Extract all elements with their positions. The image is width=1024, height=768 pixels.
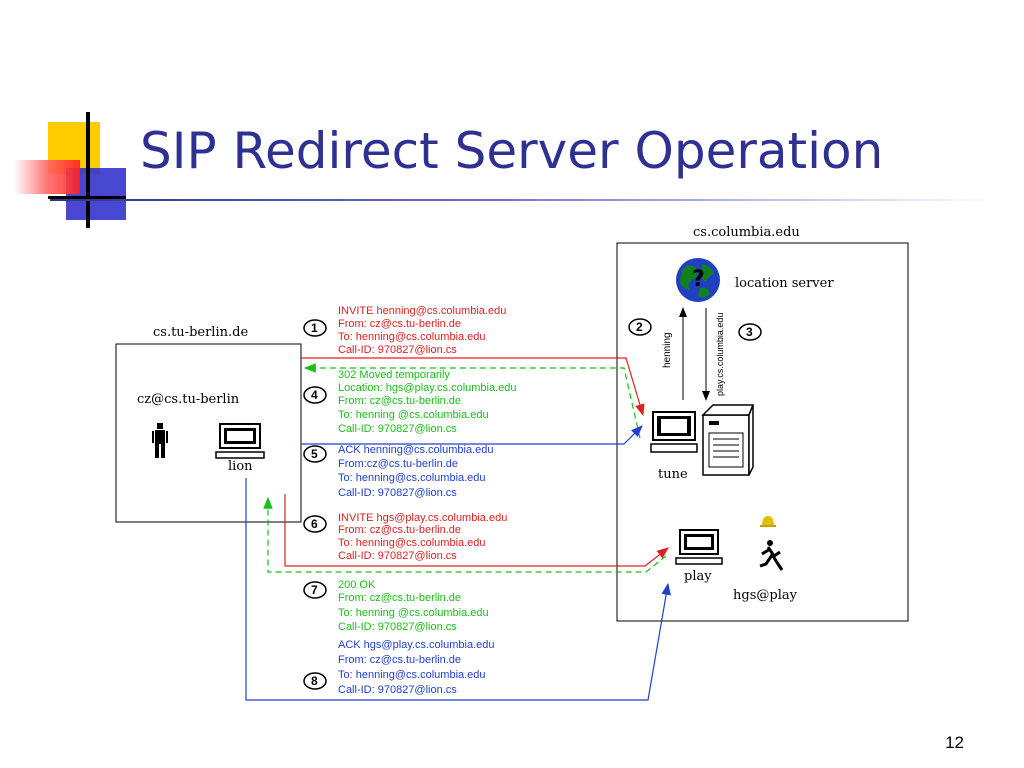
svg-text:From: cz@cs.tu-berlin.de: From: cz@cs.tu-berlin.de (338, 395, 461, 407)
play-label: play (684, 569, 712, 584)
person-icon (152, 423, 168, 458)
bell-icon (760, 516, 776, 527)
title-underline (50, 199, 1000, 201)
svg-text:Call-ID: 970827@lion.cs: Call-ID: 970827@lion.cs (338, 423, 457, 435)
columbia-domain-box (616, 242, 909, 622)
svg-text:3: 3 (746, 325, 753, 339)
svg-text:To: henning@cs.columbia.edu: To: henning@cs.columbia.edu (338, 537, 486, 549)
globe-icon: ? (676, 258, 720, 302)
step-8-message: ACK hgs@play.cs.columbia.edu From: cz@cs… (338, 639, 494, 696)
step-5-message: ACK henning@cs.columbia.edu From:cz@cs.t… (338, 444, 493, 499)
svg-text:Call-ID: 970827@lion.cs: Call-ID: 970827@lion.cs (338, 684, 457, 696)
svg-text:6: 6 (311, 517, 318, 531)
ok-200-arrow (263, 496, 667, 573)
svg-text:To: henning@cs.columbia.edu: To: henning@cs.columbia.edu (338, 331, 486, 343)
step-2-badge: 2 (628, 318, 652, 336)
server-icon (701, 404, 755, 476)
svg-text:ACK henning@cs.columbia.edu: ACK henning@cs.columbia.edu (338, 444, 493, 456)
svg-text:From: cz@cs.tu-berlin.de: From: cz@cs.tu-berlin.de (338, 318, 461, 330)
svg-text:ACK hgs@play.cs.columbia.edu: ACK hgs@play.cs.columbia.edu (338, 639, 494, 651)
step-1-message: INVITE henning@cs.columbia.edu From: cz@… (338, 305, 506, 356)
svg-text:2: 2 (636, 320, 643, 334)
step-circles: 1 2 3 4 5 6 7 8 (303, 318, 762, 690)
ack-8-arrow (245, 478, 671, 701)
svg-text:To: henning @cs.columbia.edu: To: henning @cs.columbia.edu (338, 409, 489, 421)
ack-5-arrow (301, 425, 643, 445)
svg-text:From: cz@cs.tu-berlin.de: From: cz@cs.tu-berlin.de (338, 524, 461, 536)
step-4-badge: 4 (303, 386, 327, 404)
query-label: henning (662, 332, 673, 368)
tune-computer-icon (650, 411, 698, 453)
step-7-message: 200 OK From: cz@cs.tu-berlin.de To: henn… (338, 579, 489, 633)
invite-1-arrow (301, 357, 645, 417)
columbia-domain-label: cs.columbia.edu (693, 225, 800, 240)
berlin-domain-label: cs.tu-berlin.de (153, 325, 248, 340)
svg-text:302 Moved temporarily: 302 Moved temporarily (338, 369, 450, 381)
svg-text:4: 4 (311, 388, 318, 402)
svg-text:7: 7 (311, 583, 318, 597)
moved-302-arrow (303, 363, 641, 439)
svg-text:Call-ID: 970827@lion.cs: Call-ID: 970827@lion.cs (338, 487, 457, 499)
tune-label: tune (658, 467, 688, 482)
slide-logo (14, 112, 126, 228)
svg-text:?: ? (692, 267, 705, 292)
step-6-badge: 6 (303, 515, 327, 533)
computer-icon (215, 423, 265, 459)
running-person-icon (759, 540, 784, 571)
reply-label: play.cs.columbia.edu (715, 313, 725, 396)
svg-text:To: henning@cs.columbia.edu: To: henning@cs.columbia.edu (338, 669, 486, 681)
slide-number: 12 (945, 733, 964, 752)
step-6-message: INVITE hgs@play.cs.columbia.edu From: cz… (338, 512, 507, 562)
step-1-badge: 1 (303, 319, 327, 337)
page-title: SIP Redirect Server Operation (140, 122, 884, 180)
svg-text:Call-ID: 970827@lion.cs: Call-ID: 970827@lion.cs (338, 621, 457, 633)
svg-text:From: cz@cs.tu-berlin.de: From: cz@cs.tu-berlin.de (338, 654, 461, 666)
svg-text:From:cz@cs.tu-berlin.de: From:cz@cs.tu-berlin.de (338, 458, 458, 470)
svg-text:5: 5 (311, 447, 318, 461)
svg-text:8: 8 (311, 674, 318, 688)
step-5-badge: 5 (303, 445, 327, 463)
lion-label: lion (228, 459, 253, 474)
svg-text:To: henning @cs.columbia.edu: To: henning @cs.columbia.edu (338, 607, 489, 619)
hgs-label: hgs@play (733, 588, 798, 603)
user-berlin-label: cz@cs.tu-berlin (137, 392, 240, 407)
svg-text:Call-ID: 970827@lion.cs: Call-ID: 970827@lion.cs (338, 550, 457, 562)
svg-text:1: 1 (311, 321, 318, 335)
berlin-domain-box (115, 343, 302, 523)
svg-text:To: henning@cs.columbia.edu: To: henning@cs.columbia.edu (338, 472, 486, 484)
svg-text:Call-ID: 970827@lion.cs: Call-ID: 970827@lion.cs (338, 344, 457, 356)
svg-text:From: cz@cs.tu-berlin.de: From: cz@cs.tu-berlin.de (338, 592, 461, 604)
svg-text:INVITE hgs@play.cs.columbia.ed: INVITE hgs@play.cs.columbia.edu (338, 512, 507, 524)
invite-6-arrow (284, 494, 669, 567)
step-7-badge: 7 (303, 581, 327, 599)
play-computer-icon (675, 529, 723, 565)
step-3-badge: 3 (738, 323, 762, 341)
step-4-message: 302 Moved temporarily Location: hgs@play… (338, 369, 517, 435)
svg-text:200 OK: 200 OK (338, 579, 376, 591)
svg-text:Location: hgs@play.cs.columbia: Location: hgs@play.cs.columbia.edu (338, 382, 517, 394)
step-8-badge: 8 (303, 672, 327, 690)
location-server-label: location server (735, 276, 834, 291)
svg-text:INVITE henning@cs.columbia.edu: INVITE henning@cs.columbia.edu (338, 305, 506, 317)
